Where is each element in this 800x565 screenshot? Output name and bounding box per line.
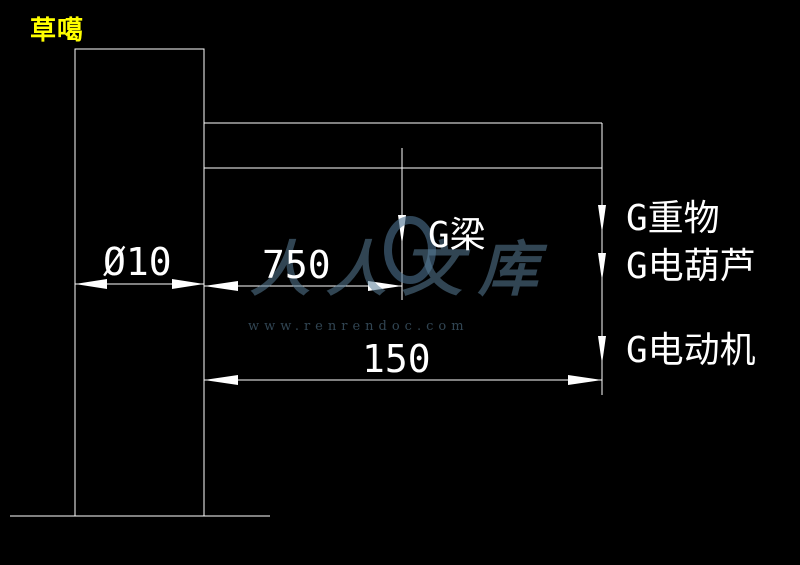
load-force-label: G重物 [626, 198, 720, 239]
full-span-arrow-right [568, 375, 602, 385]
watermark-url-text: www.renrendoc.com [248, 319, 469, 334]
left-span-arrow-left [204, 281, 238, 291]
diameter-label: Ø10 [103, 240, 172, 284]
left-span-arrow-right [368, 281, 402, 291]
watermark-main-text: 人人文库 [250, 235, 554, 305]
left-span-label: 750 [262, 243, 331, 287]
watermark-logo-icon [384, 216, 436, 284]
motor-force-label: G电动机 [626, 330, 756, 371]
beam-force-label: G梁 [428, 215, 486, 256]
diameter-arrow-left [75, 279, 107, 289]
load-force-arrow [598, 205, 606, 233]
full-span-arrow-left [204, 375, 238, 385]
page-title: 草噶 [30, 16, 85, 46]
column [74, 48, 205, 517]
hoist-force-arrow [598, 253, 606, 281]
watermark: 人人文库 www.renrendoc.com [248, 216, 554, 334]
hoist-force-label: G电葫芦 [626, 246, 756, 287]
motor-force-arrow [598, 336, 606, 364]
diameter-arrow-right [172, 279, 204, 289]
full-span-label: 150 [362, 337, 431, 381]
